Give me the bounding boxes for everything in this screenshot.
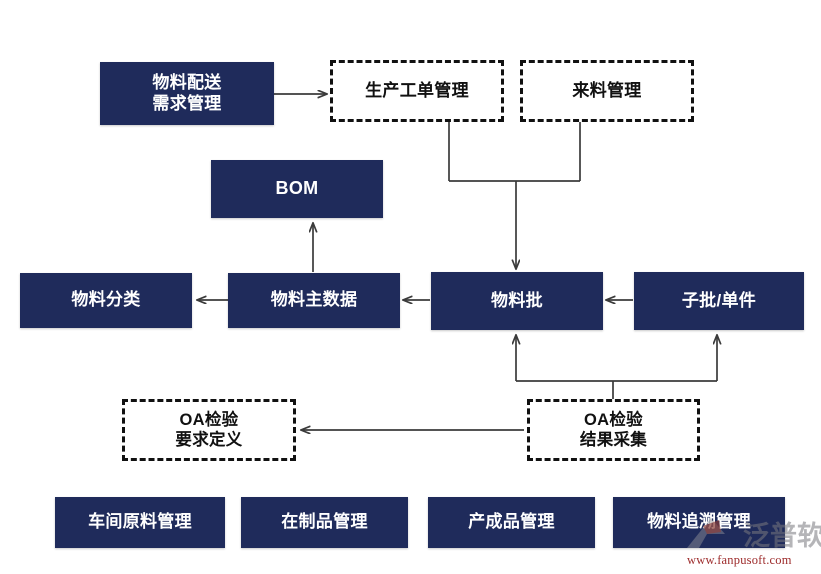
node-label: 物料主数据 <box>270 290 358 310</box>
node-production-order[interactable]: 生产工单管理 <box>330 60 504 122</box>
node-label: BOM <box>275 178 319 199</box>
node-material-master[interactable]: 物料主数据 <box>228 273 400 328</box>
node-workshop-material[interactable]: 车间原料管理 <box>55 497 225 548</box>
node-material-category[interactable]: 物料分类 <box>20 273 192 328</box>
node-incoming-material[interactable]: 来料管理 <box>520 60 694 122</box>
node-oa-result[interactable]: OA检验 结果采集 <box>527 399 700 461</box>
node-label: OA检验 结果采集 <box>579 410 648 449</box>
node-label: 物料分类 <box>71 290 141 310</box>
node-label: 来料管理 <box>572 80 642 100</box>
node-finished-goods[interactable]: 产成品管理 <box>428 497 595 548</box>
node-label: 生产工单管理 <box>365 80 469 100</box>
node-label: 车间原料管理 <box>88 512 192 532</box>
node-sub-batch[interactable]: 子批/单件 <box>634 272 804 330</box>
node-wip-management[interactable]: 在制品管理 <box>241 497 408 548</box>
watermark-url: www.fanpusoft.com <box>687 553 792 567</box>
node-label: 在制品管理 <box>281 512 368 532</box>
node-label: 物料追溯管理 <box>647 512 751 532</box>
node-material-trace[interactable]: 物料追溯管理 <box>613 497 785 548</box>
node-material-batch[interactable]: 物料批 <box>431 272 603 330</box>
node-material-delivery[interactable]: 物料配送 需求管理 <box>100 62 274 125</box>
node-label: 产成品管理 <box>468 512 555 532</box>
node-label: 物料批 <box>491 290 543 310</box>
node-oa-requirement[interactable]: OA检验 要求定义 <box>122 399 296 461</box>
node-label: 物料配送 需求管理 <box>152 72 222 113</box>
node-bom[interactable]: BOM <box>211 160 383 218</box>
node-label: OA检验 要求定义 <box>175 410 243 449</box>
node-label: 子批/单件 <box>681 290 757 310</box>
